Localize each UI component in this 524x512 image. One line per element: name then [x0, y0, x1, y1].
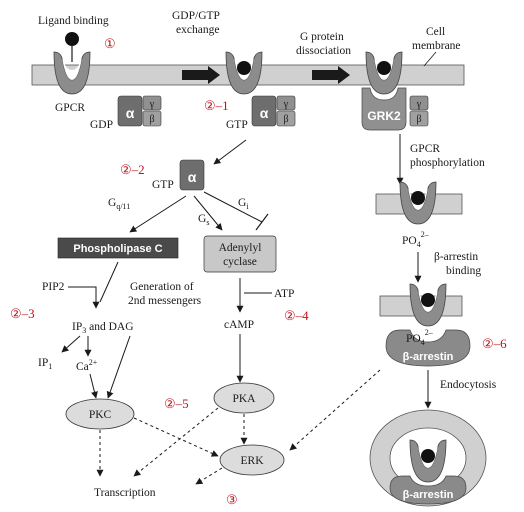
po4-label-1: PO42– — [402, 230, 430, 249]
exchange-label: exchange — [176, 24, 219, 36]
po4-label-2: PO42– — [406, 328, 434, 347]
ligand-4 — [411, 191, 425, 205]
gdp-gtp-label: GDP/GTP — [172, 10, 220, 22]
ligand-1 — [65, 32, 79, 46]
phospholipase-c-label: Phospholipase C — [73, 243, 162, 255]
alpha-subunit-2: α — [260, 105, 269, 121]
grk2-label: GRK2 — [367, 109, 401, 123]
g-beta-gamma-3: γ β — [409, 95, 429, 127]
arrestin-internalized — [389, 475, 467, 505]
gpcr-label: GPCR — [55, 102, 85, 114]
ip3-to-ip1-arrow — [61, 335, 81, 353]
pka-oval — [213, 382, 275, 414]
beta-subunit-3: β — [416, 114, 421, 125]
arrestin-bound — [385, 329, 471, 367]
cell-label: Cell — [426, 26, 445, 38]
gi-label: Gi — [238, 197, 249, 211]
arrestin-binding-label-2: binding — [446, 265, 481, 277]
step-2-1-label: ②–1 — [204, 98, 229, 113]
gi-inhibition-bar — [255, 213, 269, 231]
step-2-5-label: ②–5 — [164, 396, 189, 411]
phospholipase-c-box — [57, 237, 179, 259]
exchange-block-arrow — [182, 66, 220, 84]
gamma-subunit-1: γ — [149, 99, 155, 110]
dissociation-block-arrow — [312, 66, 350, 84]
beta-subunit-1: β — [149, 114, 154, 125]
ip3-dag-label: IP3 and DAG — [72, 321, 134, 335]
g-protein-2: α γ β — [251, 95, 296, 127]
gs-arrow — [193, 195, 223, 231]
pka-to-transcription-arrow — [133, 407, 219, 477]
ligand-binding-label: Ligand binding — [38, 15, 109, 27]
plc-to-pip2-line — [99, 261, 119, 303]
pip2-label: PIP2 — [42, 281, 65, 293]
ligand-6 — [421, 449, 435, 463]
step-2-6-label: ②–6 — [482, 336, 507, 351]
step-2-2-label: ②–2 — [120, 162, 145, 177]
gi-inhibition-line — [203, 191, 263, 223]
grk2-kinase — [361, 87, 407, 131]
arrestin-to-erk-arrow — [289, 369, 381, 451]
dag-to-pkc-arrow — [106, 335, 131, 399]
gpcr-receptor-1 — [53, 51, 91, 95]
g-protein-1: α γ β — [117, 95, 162, 127]
ligand-3 — [377, 61, 391, 75]
gpcr-receptor-6 — [409, 439, 447, 483]
ca-label: Ca2+ — [76, 358, 98, 373]
cyclase-label: cyclase — [223, 256, 257, 268]
pkc-label: PKC — [89, 409, 112, 421]
generation-label: Generation of — [130, 281, 194, 293]
pkc-to-erk-arrow — [133, 417, 219, 457]
endocytosis-label: Endocytosis — [440, 379, 497, 391]
second-messengers-label: 2nd messengers — [128, 295, 202, 307]
gpcr-receptor-2 — [225, 51, 263, 95]
g-protein-label: G protein — [300, 31, 344, 43]
adenylyl-label: Adenylyl — [219, 242, 262, 254]
ligand-5 — [421, 293, 435, 307]
gamma-subunit-3: γ — [416, 99, 422, 110]
camp-label: cAMP — [224, 319, 254, 331]
gpcr-receptor-4 — [399, 181, 437, 225]
membrane-label: membrane — [412, 40, 461, 52]
ligand-2 — [237, 61, 251, 75]
erk-label: ERK — [241, 455, 265, 467]
step-3-label: ③ — [226, 492, 238, 507]
arrestin-binding-label-1: β-arrestin — [434, 251, 478, 263]
step-2-4-label: ②–4 — [284, 308, 309, 323]
gdp-label: GDP — [90, 119, 113, 131]
atp-label: ATP — [274, 288, 294, 300]
alpha-subunit-1: α — [126, 105, 135, 121]
gtp-label-1: GTP — [226, 119, 248, 131]
gq-arrow — [129, 195, 187, 233]
pip2-arrow — [68, 286, 100, 309]
arrestin-label-2: β-arrestin — [403, 489, 454, 501]
step-2-3-label: ②–3 — [10, 306, 35, 321]
erk-to-transcription-arrow — [195, 467, 223, 485]
erk-oval — [219, 444, 285, 476]
gs-label: Gs — [198, 213, 209, 227]
dissociation-label: dissociation — [296, 45, 351, 57]
gpcr-receptor-3 — [365, 51, 403, 95]
ip1-label: IP1 — [38, 357, 52, 371]
membrane-pointer-line — [423, 51, 437, 67]
free-alpha-subunit — [179, 159, 205, 191]
gpcr-phos-label-1: GPCR — [410, 143, 440, 155]
gamma-subunit-2: γ — [283, 99, 289, 110]
gtp-label-2: GTP — [152, 179, 174, 191]
beta-subunit-2: β — [283, 114, 288, 125]
pkc-oval — [65, 398, 135, 430]
alpha-release-arrow — [213, 139, 247, 165]
arrestin-label-1: β-arrestin — [403, 351, 454, 363]
free-alpha-label: α — [188, 169, 197, 185]
pka-label: PKA — [232, 393, 256, 405]
step-1-label: ① — [104, 36, 116, 51]
transcription-label: Transcription — [94, 487, 156, 499]
gpcr-phos-label-2: phosphorylation — [410, 157, 485, 169]
adenylyl-cyclase-box — [203, 235, 277, 273]
ca-to-pkc-arrow — [89, 373, 98, 399]
gpcr-receptor-5 — [409, 283, 447, 327]
gq-label: Gq/11 — [108, 197, 130, 211]
